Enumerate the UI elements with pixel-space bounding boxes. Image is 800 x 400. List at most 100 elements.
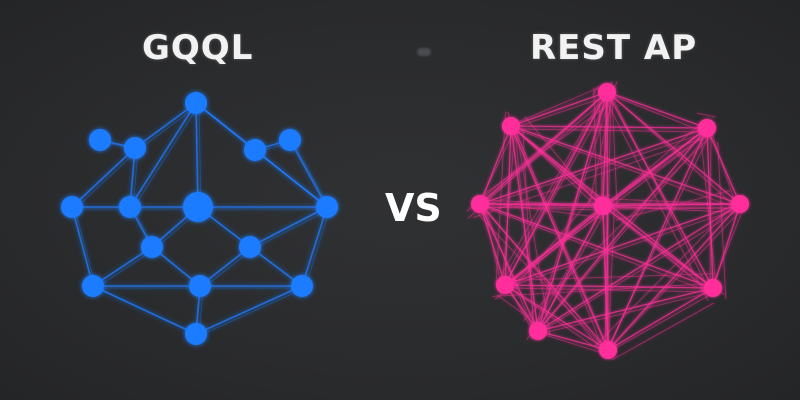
graph-edge: [504, 284, 609, 351]
graph-edge: [249, 206, 328, 248]
graph-edge: [522, 128, 534, 329]
graph-edge: [710, 130, 738, 209]
graph-edge: [604, 130, 712, 355]
graph-edge: [510, 91, 608, 127]
graph-edge: [611, 88, 618, 208]
graph-edge: [610, 94, 738, 209]
graph-edge: [606, 207, 738, 210]
graph-edge: [605, 98, 709, 302]
graph-edge: [134, 102, 197, 149]
graph-edge: [514, 128, 705, 133]
graph-edge: [492, 283, 707, 297]
graph-edge: [252, 208, 331, 250]
graph-edge: [504, 284, 539, 332]
graph-edge: [479, 203, 714, 289]
graph-node: [594, 197, 612, 215]
graph-edge: [526, 204, 607, 341]
graph-edge: [593, 208, 731, 347]
graph-edge: [71, 147, 136, 208]
graph-edge: [604, 208, 608, 355]
graph-edge: [195, 102, 199, 208]
graph-edge: [537, 203, 741, 332]
graph-edge: [495, 111, 506, 286]
graph-edge: [504, 205, 604, 286]
graph-node: [529, 322, 547, 340]
graph-node: [244, 139, 266, 161]
graph-edge: [593, 87, 597, 206]
graph-edge: [604, 290, 718, 355]
rest-api-title: REST AP: [530, 28, 698, 68]
graph-edge: [616, 190, 731, 221]
graph-edge: [602, 205, 609, 351]
graph-node: [185, 92, 207, 114]
graph-edge: [198, 104, 202, 210]
graph-edge: [477, 213, 607, 351]
graph-edge: [591, 197, 739, 205]
graph-node: [124, 137, 146, 159]
graph-edge: [508, 287, 606, 355]
graph-edge: [501, 206, 745, 290]
graph-edge: [483, 206, 606, 355]
graph-node: [471, 195, 489, 213]
graph-edge: [496, 294, 529, 318]
graph-edge: [472, 134, 713, 219]
graph-edge: [512, 197, 593, 290]
graph-node: [698, 119, 716, 137]
graph-node: [598, 83, 616, 101]
graph-node: [279, 129, 301, 151]
graph-edge: [534, 206, 745, 336]
graph-edge: [466, 93, 606, 212]
graph-node: [183, 192, 213, 222]
graph-node: [82, 275, 104, 297]
graph-edge: [74, 149, 139, 210]
graph-edge: [480, 201, 605, 219]
graph-node: [291, 275, 313, 297]
graph-node: [185, 323, 207, 345]
graph-edge: [479, 203, 539, 332]
graph-edge: [611, 302, 715, 361]
graph-edge: [604, 206, 745, 355]
graph-edge: [598, 103, 608, 343]
graph-node: [496, 276, 514, 294]
graph-edge: [483, 206, 536, 336]
graph-edge: [706, 127, 741, 205]
graph-edge: [476, 130, 712, 209]
graph-edge: [74, 208, 97, 289]
graph-edge: [717, 142, 727, 299]
graph-edge: [129, 102, 197, 208]
graph-edge: [501, 128, 516, 290]
graph-node: [89, 129, 111, 151]
graph-edge: [537, 91, 608, 332]
graph-edge: [504, 284, 714, 289]
graph-edge: [507, 111, 606, 342]
graph-edge: [479, 127, 708, 205]
graph-edge: [537, 287, 714, 332]
graphql-title: GQQL: [142, 28, 254, 68]
graph-edge: [595, 194, 611, 199]
graph-edge: [515, 125, 551, 337]
graph-edge: [137, 104, 200, 151]
graph-edge: [607, 203, 741, 351]
graph-edge: [476, 128, 516, 209]
graph-node: [189, 275, 211, 297]
graph-node: [502, 117, 520, 135]
graph-edge: [483, 206, 711, 293]
graph-edge: [504, 203, 741, 286]
graph-edge: [534, 94, 612, 336]
graph-edge: [195, 285, 303, 335]
graph-edge: [541, 333, 606, 355]
graph-edge: [92, 285, 197, 335]
graph-node: [141, 236, 163, 258]
graph-edge: [610, 94, 705, 133]
graph-edge: [198, 104, 331, 210]
graph-edge: [606, 208, 711, 293]
graph-edge: [592, 85, 598, 96]
graph-edge: [524, 116, 601, 208]
graph-edge: [606, 91, 708, 129]
graph-node: [316, 196, 338, 218]
graph-edge: [507, 84, 607, 127]
graph-edge: [514, 128, 601, 211]
graph-edge: [132, 104, 200, 210]
